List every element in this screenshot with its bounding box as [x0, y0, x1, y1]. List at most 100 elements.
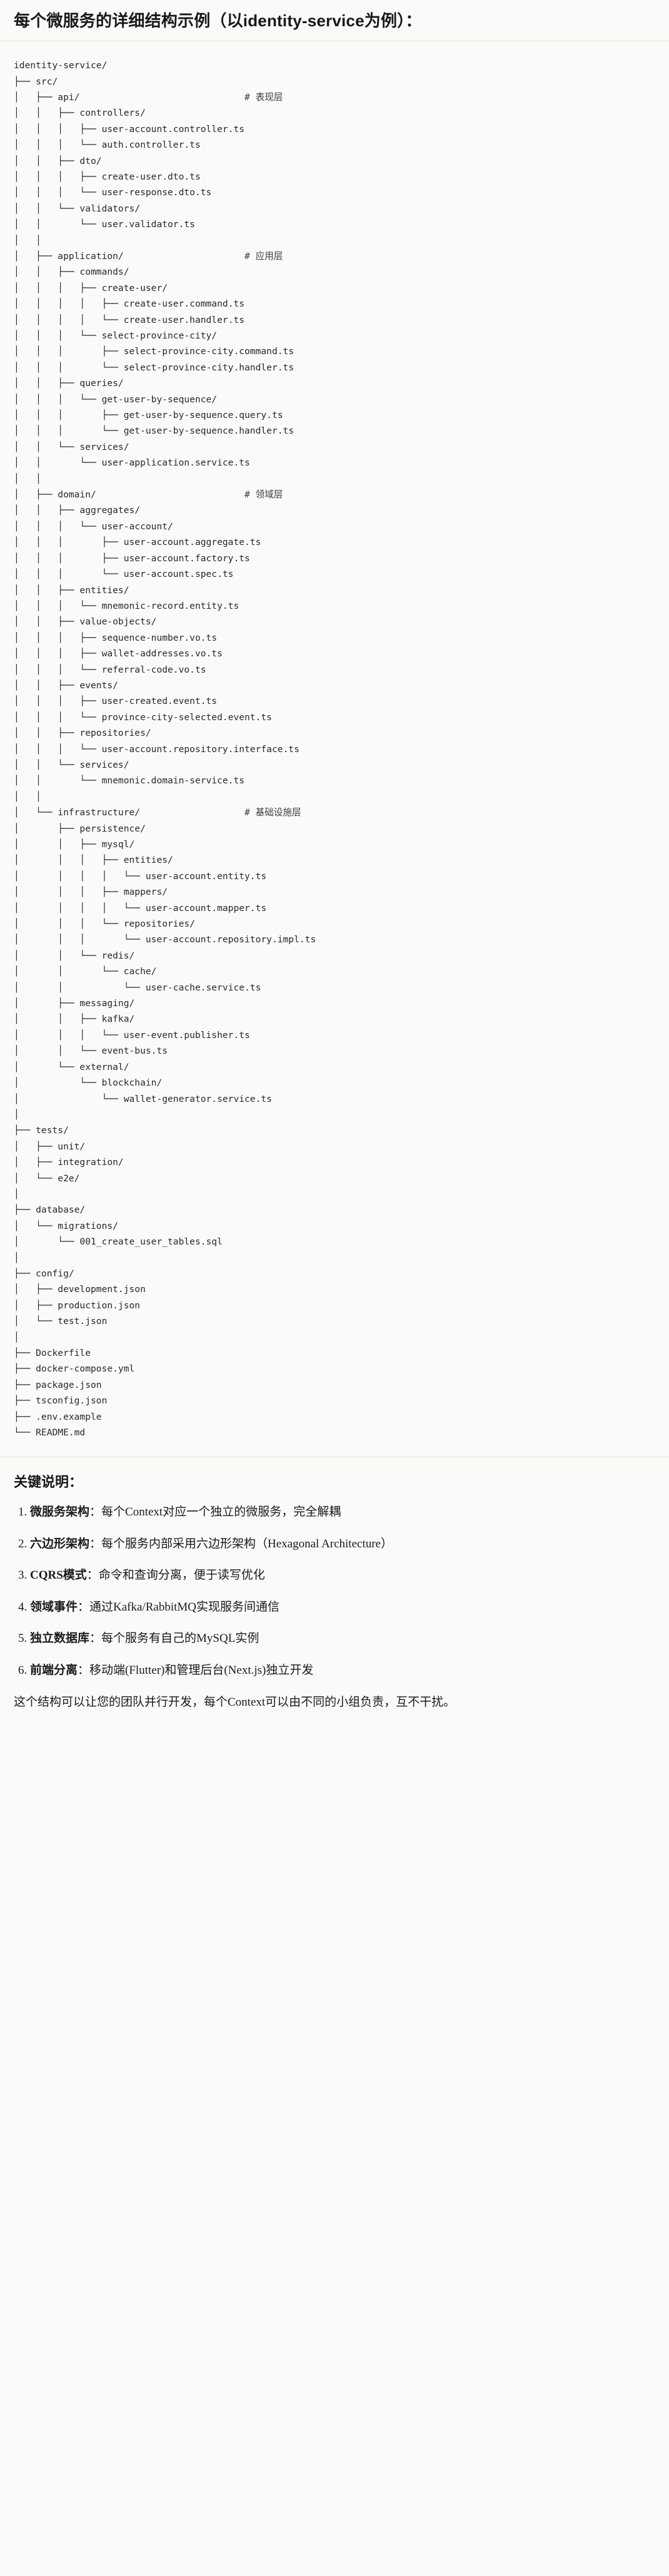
tree-line: │ │ │ └── user-account.repository.interf…	[14, 744, 299, 755]
tree-line: │ │ ├── controllers/	[14, 108, 146, 118]
tree-node-label: │ ├── messaging/	[14, 998, 135, 1009]
tree-node-label: │ │ └── cache/	[14, 966, 157, 977]
key-note-item: 微服务架构：每个Context对应一个独立的微服务，完全解耦	[30, 1504, 655, 1522]
tree-node-label: │ │ ├── commands/	[14, 267, 129, 278]
tree-line: │ │ │ ├── wallet-addresses.vo.ts	[14, 648, 223, 659]
tree-line: │ │ │ ├── mappers/	[14, 887, 168, 897]
key-notes-title: 关键说明：	[14, 1474, 83, 1490]
tree-line: │ │ │ └── select-province-city/	[14, 330, 217, 341]
tree-node-label: │ │ └── event-bus.ts	[14, 1046, 168, 1057]
key-note-body: 移动端(Flutter)和管理后台(Next.js)独立开发	[89, 1663, 314, 1677]
tree-node-label: │ │ │ └── mnemonic-record.entity.ts	[14, 600, 239, 611]
tree-line: │ ├── application/ # 应用层	[14, 251, 283, 262]
tree-line: │	[14, 1109, 19, 1120]
tree-node-label: │ │ │ ├── user-account.controller.ts	[14, 123, 245, 135]
tree-node-label: ├── database/	[14, 1204, 86, 1216]
key-note-body: 每个Context对应一个独立的微服务，完全解耦	[101, 1505, 341, 1519]
key-note-item: CQRS模式：命令和查询分离，便于读写优化	[30, 1567, 655, 1585]
tree-node-label: │ │ ├── aggregates/	[14, 505, 141, 516]
tree-node-label: │ ├── development.json	[14, 1284, 146, 1295]
tree-node-label: │ │ │ └── user-account/	[14, 521, 173, 532]
tree-line: │ │ └── services/	[14, 760, 129, 770]
tree-node-label: │ │ └── user.validator.ts	[14, 219, 195, 230]
tree-line: │ └── wallet-generator.service.ts	[14, 1094, 272, 1104]
tree-line: │ ├── development.json	[14, 1284, 146, 1295]
tree-node-label: │ │ │ └── user-account.spec.ts	[14, 569, 234, 580]
tree-layer-comment: # 表现层	[244, 91, 283, 103]
tree-node-label: │ │ └── mnemonic.domain-service.ts	[14, 775, 245, 787]
tree-line: │ │ │ └── province-city-selected.event.t…	[14, 712, 272, 723]
tree-line: │ ├── integration/	[14, 1157, 124, 1168]
key-notes-section: 关键说明： 微服务架构：每个Context对应一个独立的微服务，完全解耦六边形架…	[0, 1457, 669, 1730]
tree-node-label: │ │ ├── entities/	[14, 584, 129, 596]
tree-line: │ │ │ └── user-response.dto.ts	[14, 187, 211, 198]
page-title: 每个微服务的详细结构示例（以identity-service为例）：	[14, 11, 422, 30]
tree-line: │ │ │ ├── get-user-by-sequence.query.ts	[14, 410, 283, 420]
tree-node-label: │ ├── persistence/	[14, 823, 146, 834]
tree-line: │ │ │ └── mnemonic-record.entity.ts	[14, 601, 239, 611]
tree-node-label: │ │ ├── value-objects/	[14, 616, 157, 628]
tree-node-label: │ │ └── validators/	[14, 203, 141, 214]
tree-line: │ │ ├── value-objects/	[14, 616, 156, 627]
tree-comment-pad	[96, 489, 244, 500]
tree-node-label: │ │ │ ├── user-account.factory.ts	[14, 552, 250, 564]
tree-node-label: │ │ │ ├── user-created.event.ts	[14, 696, 218, 707]
tree-line: │ │ │ └── user-account/	[14, 521, 173, 532]
tree-line: │ │ │ └── auth.controller.ts	[14, 140, 201, 150]
tree-line: │ ├── production.json	[14, 1300, 140, 1311]
tree-line: │	[14, 1253, 19, 1263]
key-note-item: 领域事件：通过Kafka/RabbitMQ实现服务间通信	[30, 1599, 655, 1617]
tree-line: │ │ │ │ ├── create-user.command.ts	[14, 298, 244, 309]
tree-line: │ │ │ ├── user-account.factory.ts	[14, 553, 250, 564]
tree-node-label: ├── package.json	[14, 1379, 102, 1390]
tree-node-label: │ └── external/	[14, 1061, 129, 1072]
tree-node-label: │ │ │ └── user-response.dto.ts	[14, 187, 212, 198]
tree-line: │ │ │ └── get-user-by-sequence/	[14, 394, 217, 405]
tree-node-label: │ │ ├── dto/	[14, 155, 102, 166]
key-note-item: 独立数据库：每个服务有自己的MySQL实例	[30, 1630, 655, 1648]
key-notes-list: 微服务架构：每个Context对应一个独立的微服务，完全解耦六边形架构：每个服务…	[14, 1504, 655, 1679]
key-notes-closing: 这个结构可以让您的团队并行开发，每个Context可以由不同的小组负责，互不干扰…	[14, 1696, 456, 1709]
tree-node-label: │ │ │ └── province-city-selected.event.t…	[14, 711, 272, 723]
tree-node-label: │ │ │ ├── create-user.dto.ts	[14, 171, 201, 182]
tree-layer-comment: # 应用层	[244, 250, 283, 262]
tree-node-label: │ └── e2e/	[14, 1173, 80, 1184]
tree-line: │ │ │ ├── create-user/	[14, 283, 168, 293]
tree-node-label: │ │ │ └── user-account.repository.impl.t…	[14, 934, 316, 945]
tree-line: │ ├── unit/	[14, 1141, 85, 1152]
key-note-body: 命令和查询分离，便于读写优化	[98, 1569, 265, 1582]
tree-line: │ │ └── redis/	[14, 950, 134, 961]
tree-node-label: │ ├── integration/	[14, 1157, 124, 1168]
tree-node-label: │ │ │ │ ├── create-user.command.ts	[14, 298, 245, 310]
tree-line: ├── src/	[14, 76, 58, 87]
tree-line: │ │ └── user.validator.ts	[14, 219, 195, 230]
tree-line: │ └── e2e/	[14, 1173, 79, 1184]
key-note-body: 每个服务有自己的MySQL实例	[101, 1632, 259, 1646]
tree-layer-comment: # 基础设施层	[244, 807, 301, 818]
tree-line: │ │ │ │ └── user-account.mapper.ts	[14, 903, 266, 914]
tree-node-label: │	[14, 1109, 19, 1120]
directory-tree: identity-service/ ├── src/ │ ├── api/ # …	[14, 58, 655, 1440]
tree-line: │ │ │ ├── select-province-city.command.t…	[14, 346, 294, 357]
tree-line: │ │	[14, 474, 41, 484]
tree-node-label: ├── config/	[14, 1268, 74, 1279]
tree-line: identity-service/	[14, 60, 107, 71]
tree-node-label: ├── tests/	[14, 1125, 69, 1136]
key-note-item: 六边形架构：每个服务内部采用六边形架构（Hexagonal Architectu…	[30, 1535, 655, 1554]
key-note-body: 通过Kafka/RabbitMQ实现服务间通信	[89, 1600, 280, 1614]
tree-line: ├── Dockerfile	[14, 1348, 91, 1358]
tree-node-label: │	[14, 1252, 19, 1263]
key-note-separator: ：	[78, 1663, 90, 1677]
tree-line: ├── tests/	[14, 1125, 69, 1136]
tree-line: │ │ ├── queries/	[14, 378, 124, 389]
tree-line: │ │ ├── aggregates/	[14, 505, 140, 516]
key-note-separator: ：	[86, 1569, 99, 1582]
tree-comment-pad	[140, 807, 244, 818]
tree-line: │ ├── domain/ # 领域层	[14, 489, 283, 500]
tree-line: │ │ ├── repositories/	[14, 728, 151, 738]
tree-node-label: │ │ │ │ └── user-account.mapper.ts	[14, 902, 267, 914]
tree-node-label: │ └── 001_create_user_tables.sql	[14, 1236, 223, 1248]
directory-tree-block: identity-service/ ├── src/ │ ├── api/ # …	[0, 41, 669, 1457]
tree-line: │ │ └── user-cache.service.ts	[14, 982, 261, 993]
page-root: 每个微服务的详细结构示例（以identity-service为例）： ident…	[0, 0, 669, 1731]
